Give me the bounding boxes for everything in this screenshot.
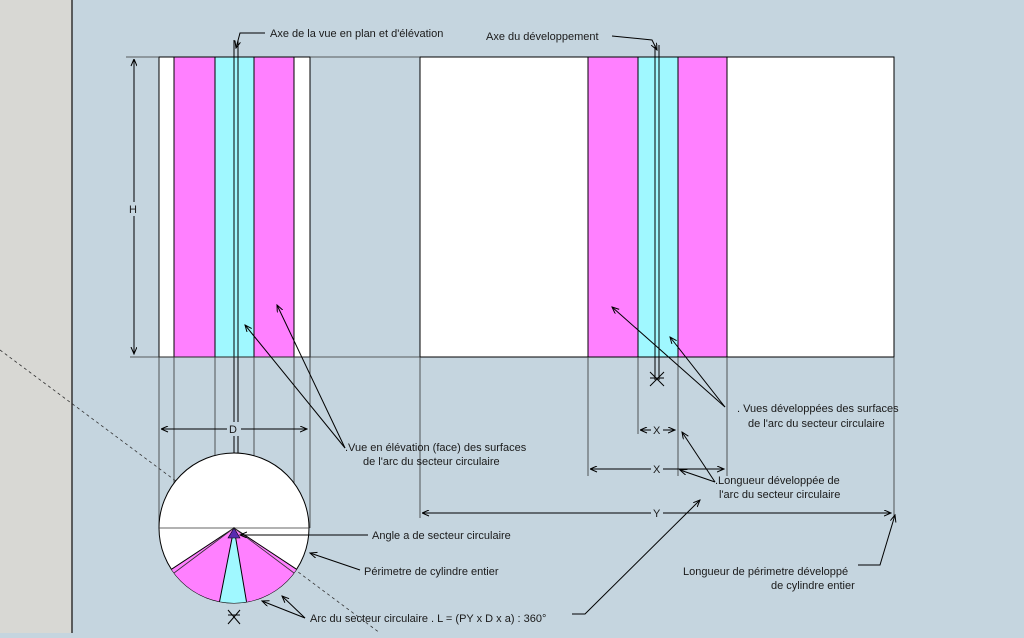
elevation-view [158, 40, 311, 530]
x-large-label: X [653, 464, 661, 476]
axis-plan-label: Axe de la vue en plan et d'élévation [270, 28, 443, 40]
sidebar-panel [0, 0, 72, 633]
h-dimension-label: H [129, 204, 137, 216]
developed-cyan [637, 56, 679, 358]
elevation-magenta-left [173, 56, 216, 358]
developed-axis-marker [649, 371, 665, 387]
axis-dev-label: Axe du développement [486, 31, 599, 43]
arc-formula-label: Arc du secteur circulaire . L = (PY x D … [310, 613, 546, 625]
perimeter-note-line2: de cylindre entier [771, 580, 855, 592]
x-small-label: X [653, 425, 661, 437]
developed-view [419, 45, 895, 380]
cylinder-perimeter-label: Périmetre de cylindre entier [364, 566, 499, 578]
plan-view-circle [158, 452, 310, 625]
developed-magenta-right [677, 56, 728, 358]
angle-label: Angle a de secteur circulaire [372, 530, 511, 542]
y-label: Y [653, 508, 661, 520]
d-dimension-label: D [229, 424, 237, 436]
developed-length-line1: .Longueur développée de [715, 475, 840, 487]
perimeter-note-line1: Longueur de périmetre développé [683, 566, 848, 578]
d-label-bg [227, 422, 241, 436]
angle-wedge [227, 527, 241, 539]
elevation-note-line2: de l'arc du secteur circulaire [363, 456, 500, 468]
elevation-magenta-right [253, 56, 295, 358]
h-label-bg [126, 202, 142, 216]
developed-views-line1: . Vues développées des surfaces [737, 403, 899, 415]
developed-magenta-left [587, 56, 639, 358]
developed-views-line2: de l'arc du secteur circulaire [748, 418, 885, 430]
leader-lines [236, 32, 895, 619]
elevation-note-line1: .Vue en élévation (face) des surfaces [345, 442, 527, 454]
developed-length-line2: l'arc du secteur circulaire [719, 489, 840, 501]
